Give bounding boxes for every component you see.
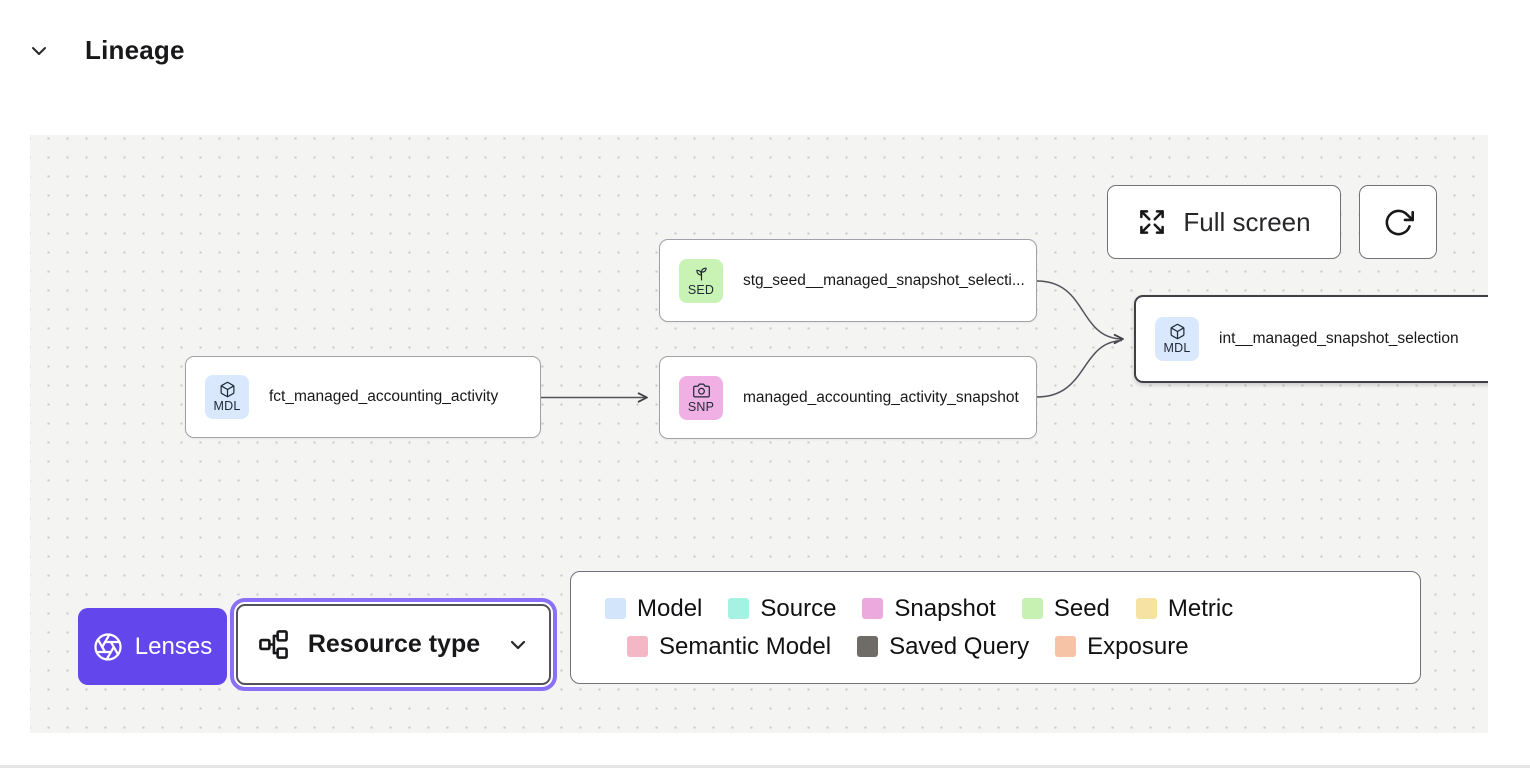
model-resource-badge: MDL bbox=[1155, 317, 1199, 361]
legend-item-seed: Seed bbox=[1021, 595, 1110, 623]
chevron-down-icon bbox=[511, 640, 526, 649]
sprout-icon bbox=[695, 267, 707, 280]
refresh-button[interactable] bbox=[1359, 185, 1437, 259]
legend-item-semantic-model: Semantic Model bbox=[627, 633, 831, 661]
cube-icon bbox=[220, 381, 234, 398]
legend-item-snapshot: Snapshot bbox=[862, 595, 996, 623]
legend-swatch bbox=[1021, 598, 1043, 619]
node-label: stg_seed__managed_snapshot_selecti... bbox=[743, 271, 1025, 289]
legend-swatch bbox=[627, 636, 648, 657]
resource-type-dropdown[interactable]: Resource type bbox=[236, 604, 551, 685]
full-screen-button[interactable]: Full screen bbox=[1107, 185, 1341, 259]
lineage-node-fct-managed-accounting-activity[interactable]: MDL fct_managed_accounting_activity bbox=[185, 356, 541, 438]
legend-row: Model Source Snapshot Seed Metric bbox=[605, 595, 1420, 623]
lineage-node-stg-seed-managed-snapshot-selection[interactable]: SED stg_seed__managed_snapshot_selecti..… bbox=[659, 239, 1037, 322]
lineage-canvas[interactable]: MDL fct_managed_accounting_activity SED … bbox=[30, 135, 1488, 733]
page-title: Lineage bbox=[85, 35, 185, 65]
seed-resource-badge: SED bbox=[679, 258, 723, 303]
lenses-button[interactable]: Lenses bbox=[78, 608, 227, 685]
badge-label: SED bbox=[687, 282, 715, 297]
resource-type-legend: Model Source Snapshot Seed Metric Semant… bbox=[570, 571, 1421, 684]
legend-row: Semantic Model Saved Query Exposure bbox=[627, 633, 1420, 661]
legend-item-metric: Metric bbox=[1135, 595, 1233, 623]
legend-item-saved-query: Saved Query bbox=[857, 633, 1029, 661]
lenses-label: Lenses bbox=[134, 632, 213, 660]
badge-label: MDL bbox=[213, 399, 241, 413]
legend-item-model: Model bbox=[605, 595, 702, 623]
legend-swatch bbox=[605, 598, 626, 619]
camera-icon bbox=[692, 383, 710, 397]
legend-swatch bbox=[857, 636, 879, 657]
legend-swatch bbox=[728, 598, 750, 619]
badge-label: MDL bbox=[1163, 341, 1191, 355]
bottom-divider bbox=[0, 765, 1530, 768]
badge-label: SNP bbox=[687, 399, 715, 414]
lineage-header: Lineage bbox=[0, 0, 1530, 100]
model-resource-badge: MDL bbox=[205, 375, 249, 419]
expand-icon bbox=[1140, 210, 1165, 234]
legend-item-source: Source bbox=[728, 595, 836, 623]
hierarchy-icon bbox=[258, 630, 288, 659]
node-label: int__managed_snapshot_selection bbox=[1219, 330, 1459, 347]
node-label: managed_accounting_activity_snapshot bbox=[743, 388, 1019, 406]
resource-type-label: Resource type bbox=[307, 630, 481, 658]
full-screen-label: Full screen bbox=[1183, 206, 1311, 237]
lineage-node-int-managed-snapshot-selection-selected[interactable]: MDL int__managed_snapshot_selection bbox=[1134, 295, 1488, 383]
legend-swatch bbox=[1135, 598, 1157, 619]
collapse-chevron-icon[interactable] bbox=[27, 39, 51, 63]
legend-swatch bbox=[862, 598, 884, 619]
resource-type-focus-ring: Resource type bbox=[230, 598, 557, 691]
refresh-icon bbox=[1385, 209, 1414, 235]
lineage-node-managed-accounting-activity-snapshot[interactable]: SNP managed_accounting_activity_snapshot bbox=[659, 356, 1037, 439]
aperture-icon bbox=[94, 632, 122, 661]
cube-icon bbox=[1170, 323, 1184, 340]
legend-item-exposure: Exposure bbox=[1055, 633, 1189, 661]
node-label: fct_managed_accounting_activity bbox=[269, 388, 499, 405]
legend-swatch bbox=[1055, 636, 1077, 657]
snapshot-resource-badge: SNP bbox=[679, 375, 723, 420]
